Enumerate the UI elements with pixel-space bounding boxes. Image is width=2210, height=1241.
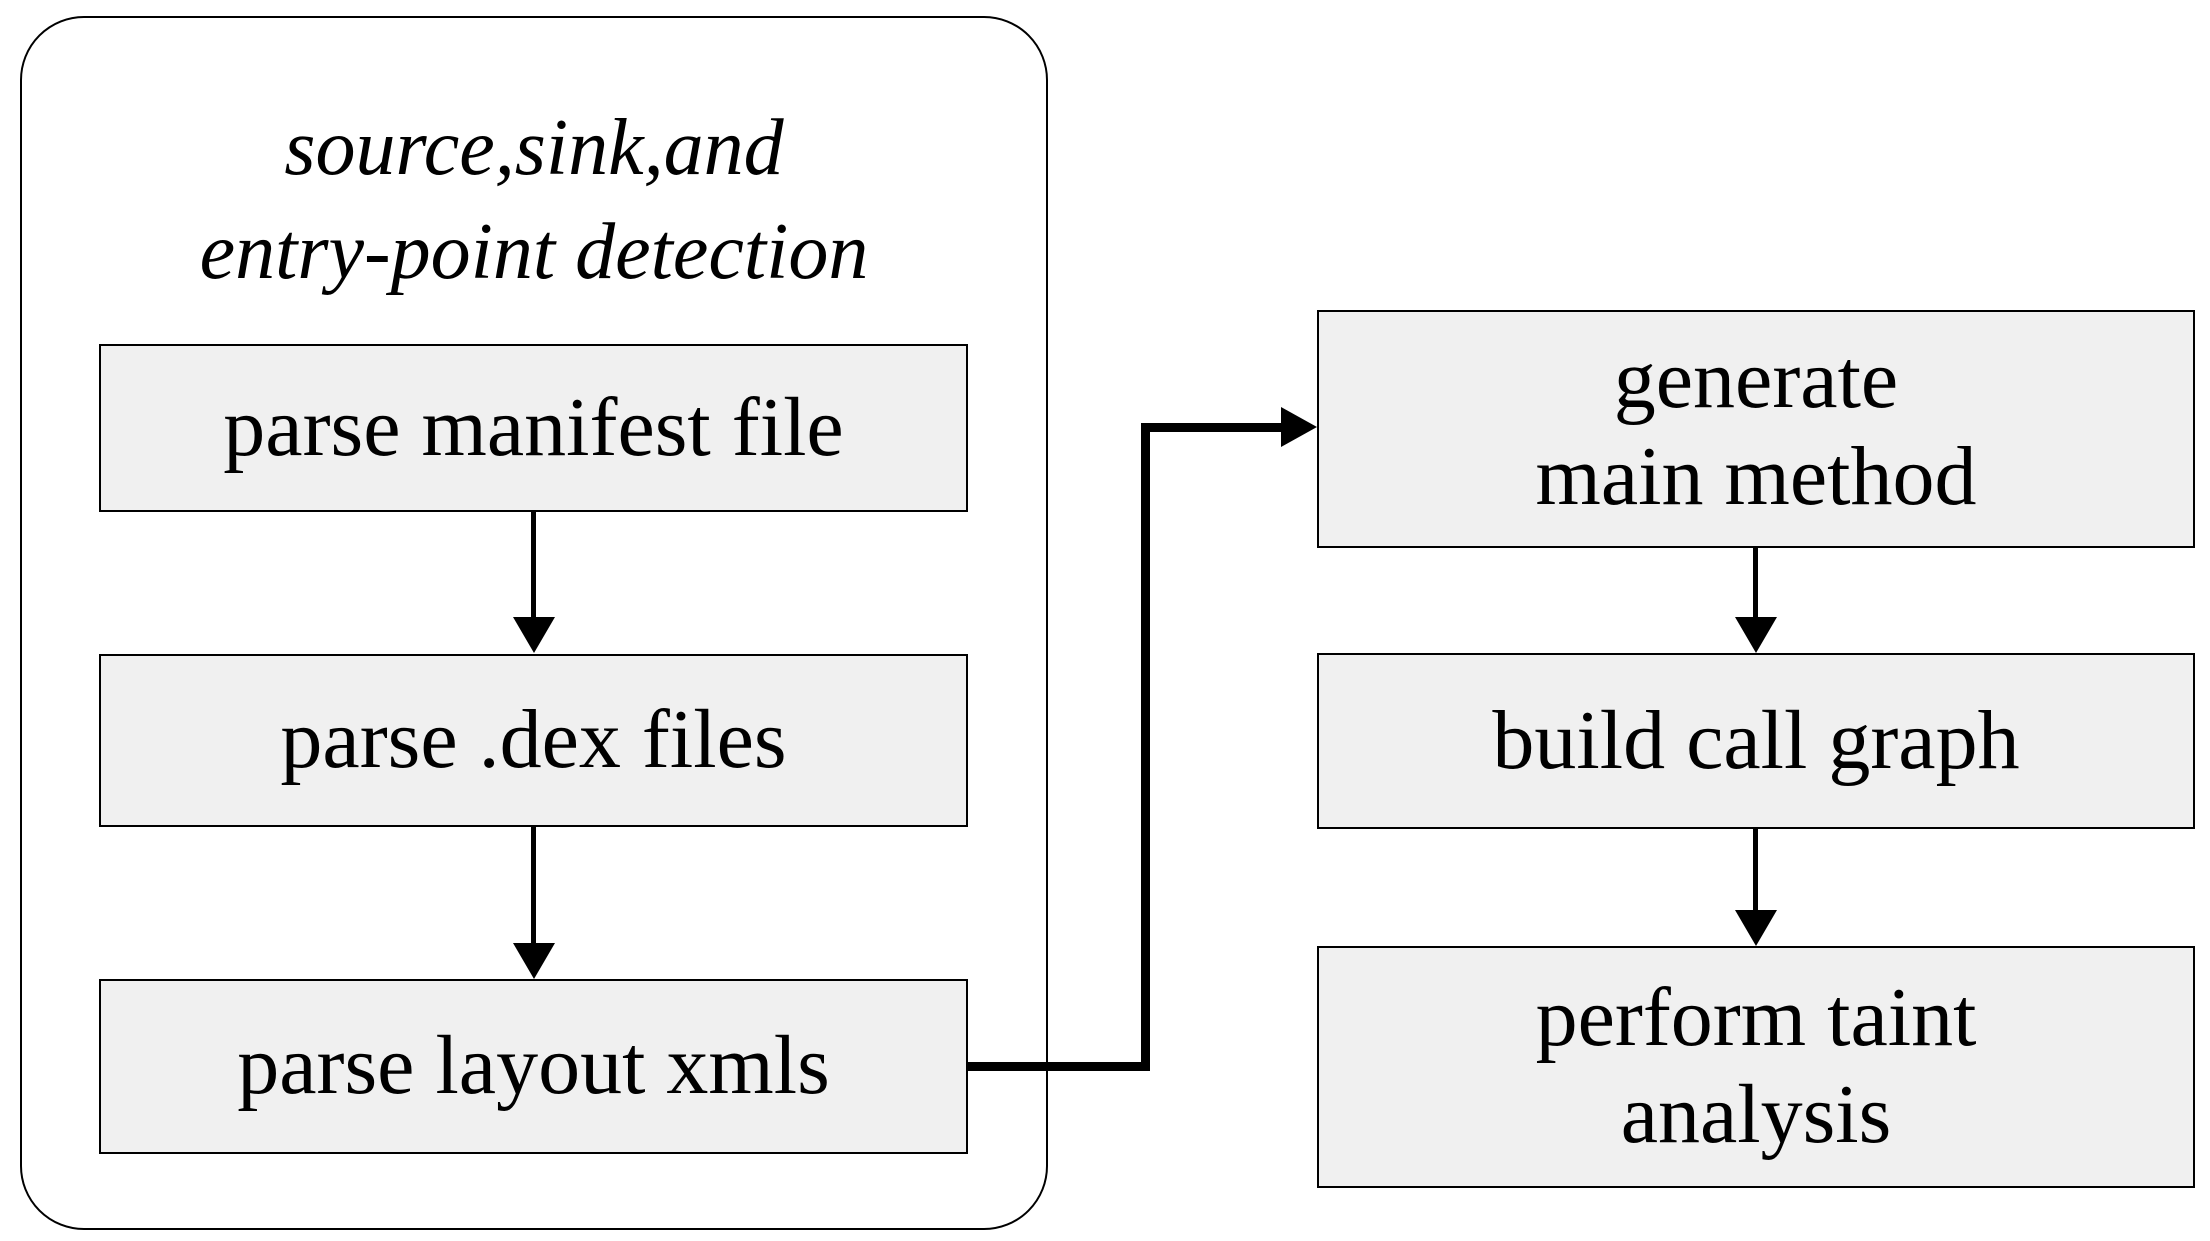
box-label: main method	[1535, 430, 1977, 523]
process-box-generate-main-method: generate main method	[1317, 310, 2195, 548]
box-label: parse layout xmls	[237, 1019, 830, 1113]
group-title-line-1: source,sink,and	[284, 104, 784, 192]
process-box-build-call-graph: build call graph	[1317, 653, 2195, 829]
arrow-shaft-generate-to-callgraph	[1753, 548, 1758, 618]
process-box-parse-dex-files: parse .dex files	[99, 654, 968, 827]
box-label: analysis	[1620, 1068, 1892, 1161]
arrow-right-icon	[1281, 407, 1317, 447]
group-title: source,sink,and entry-point detection	[84, 96, 984, 304]
arrow-shaft-dex-to-layout	[531, 827, 536, 944]
process-box-perform-taint-analysis: perform taint analysis	[1317, 946, 2195, 1188]
arrow-down-icon	[513, 943, 555, 979]
box-label: parse manifest file	[223, 380, 844, 474]
box-label: parse .dex files	[280, 693, 787, 787]
group-title-line-2: entry-point detection	[199, 208, 869, 296]
process-box-parse-manifest-file: parse manifest file	[99, 344, 968, 512]
process-box-parse-layout-xmls: parse layout xmls	[99, 979, 968, 1154]
arrow-shaft-callgraph-to-taint	[1753, 829, 1758, 911]
connector-layout-to-generate-segment-vertical	[1141, 423, 1150, 1071]
box-label: generate	[1613, 333, 1899, 427]
arrow-shaft-manifest-to-dex	[531, 512, 536, 618]
arrow-down-icon	[1735, 617, 1777, 653]
arrow-down-icon	[513, 617, 555, 653]
box-label: perform taint	[1535, 971, 1977, 1065]
connector-layout-to-generate-segment-top	[1141, 423, 1282, 432]
connector-layout-to-generate-segment-bottom	[966, 1062, 1150, 1071]
box-label: build call graph	[1492, 693, 2020, 787]
arrow-down-icon	[1735, 910, 1777, 946]
